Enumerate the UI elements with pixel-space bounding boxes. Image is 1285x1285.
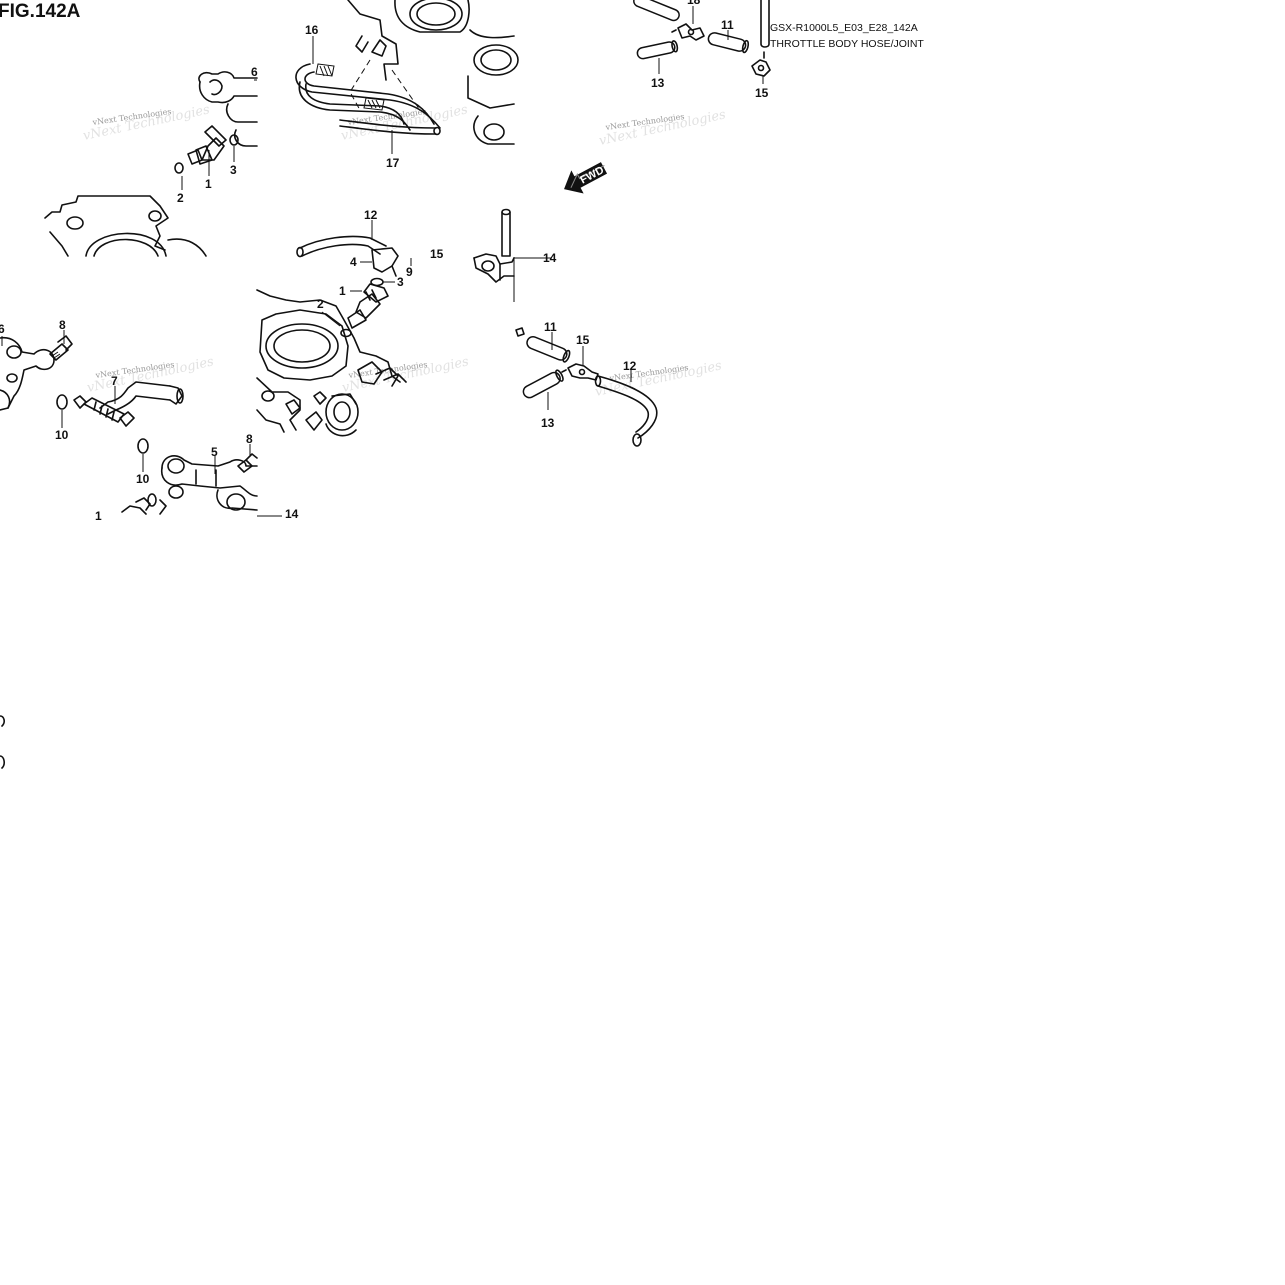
callout-label: 12 bbox=[364, 208, 378, 222]
fwd-arrow-icon: FWD bbox=[564, 162, 608, 194]
callout-label: 12 bbox=[623, 359, 637, 373]
callout-label: 10 bbox=[136, 472, 150, 486]
tile-throttle-body-hoses: 16 17 bbox=[295, 0, 519, 170]
tile-hose-joints-upper: 13 11 15 18 GSX-R1000L5_E03_E28_142A THR… bbox=[564, 0, 924, 194]
callout-label: 11 bbox=[721, 18, 734, 32]
callout-label: 4 bbox=[350, 255, 357, 269]
callout-label: 3 bbox=[397, 275, 404, 289]
callout-label: 16 bbox=[305, 23, 319, 37]
tile-fuel-rail-lower: 6 8 7 10 10 5 8 14 1 bbox=[0, 318, 299, 523]
callout-label: 17 bbox=[386, 156, 400, 170]
callout-label: 15 bbox=[430, 247, 444, 261]
callout-label: 13 bbox=[651, 76, 665, 90]
callout-label: 11 bbox=[544, 320, 557, 334]
callout-label: 13 bbox=[541, 416, 555, 430]
tile-throttle-body-injector: 12 4 9 15 1 3 2 bbox=[256, 208, 444, 437]
callout-label: 8 bbox=[246, 432, 253, 446]
watermarks: vNext Technologies vNext Technologies vN… bbox=[82, 102, 728, 400]
edge-fragments bbox=[0, 715, 5, 769]
callout-label: 15 bbox=[576, 333, 590, 347]
callout-label: 6 bbox=[251, 65, 258, 79]
callout-label: 1 bbox=[205, 177, 212, 191]
figure-caption: THROTTLE BODY HOSE/JOINT bbox=[770, 38, 924, 50]
callout-label: 8 bbox=[59, 318, 66, 332]
callout-label: 1 bbox=[95, 509, 102, 523]
callout-label: 14 bbox=[285, 507, 299, 521]
callout-label: 6 bbox=[0, 322, 5, 336]
fwd-label: FWD bbox=[578, 164, 606, 186]
callout-label: 15 bbox=[755, 86, 769, 100]
tile-hose-joints-lower: 14 11 15 12 13 bbox=[473, 208, 658, 447]
callout-label: 5 bbox=[211, 445, 218, 459]
callout-label: 9 bbox=[406, 265, 413, 279]
callout-label: 2 bbox=[177, 191, 184, 205]
tile-injector-upper: 1 2 3 6 bbox=[44, 65, 258, 257]
callout-label: 10 bbox=[55, 428, 69, 442]
callout-label: 7 bbox=[111, 374, 118, 388]
callout-label: 1 bbox=[339, 284, 346, 298]
callout-label: 14 bbox=[543, 251, 557, 265]
callout-label: 18 bbox=[687, 0, 701, 7]
model-code: GSX-R1000L5_E03_E28_142A bbox=[770, 22, 918, 34]
callout-label: 2 bbox=[317, 297, 324, 311]
figure-title: FIG.142A bbox=[0, 1, 81, 22]
callout-label: 3 bbox=[230, 163, 237, 177]
